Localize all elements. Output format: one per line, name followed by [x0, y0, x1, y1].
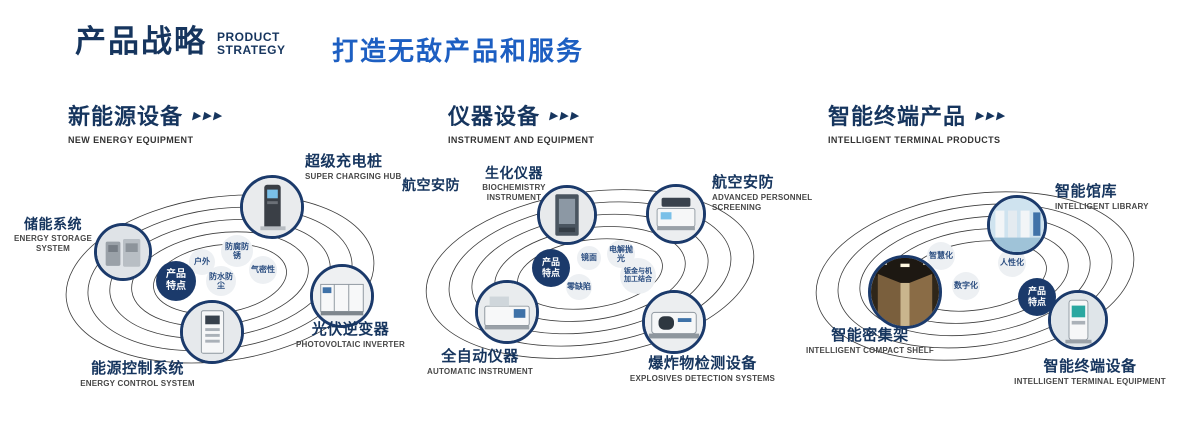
label-personnel-screening: 航空安防 ADVANCED PERSONNEL SCREENING [712, 174, 813, 213]
label-intelligent-compact-shelf: 智能密集架 INTELLIGENT COMPACT SHELF [806, 327, 934, 356]
automatic-instrument-photo [478, 283, 536, 341]
triple-arrow-icon: ▶▶▶ [191, 109, 226, 122]
section-subtitle: NEW ENERGY EQUIPMENT [68, 135, 194, 145]
label-automatic-instrument: 全自动仪器 AUTOMATIC INSTRUMENT [427, 348, 533, 377]
photovoltaic-inverter-photo [313, 267, 371, 325]
feature-bubble: 防水防尘 [206, 266, 236, 296]
product-features-badge: 产品特点 [156, 261, 196, 301]
header: 产品战略 PRODUCT STRATEGY [75, 26, 285, 57]
personnel-screening-photo [649, 187, 703, 241]
page-title-english-line1: PRODUCT [217, 30, 280, 44]
section-subtitle: INTELLIGENT TERMINAL PRODUCTS [828, 135, 1001, 145]
slogan: 打造无敌产品和服务 [332, 36, 585, 66]
node-automatic-instrument [475, 280, 539, 344]
node-photovoltaic-inverter [310, 264, 374, 328]
intelligent-compact-shelf-photo [871, 258, 939, 326]
product-features-badge: 产品特点 [1018, 278, 1056, 316]
product-features-badge: 产品特点 [532, 249, 570, 287]
page-title: 产品战略 [75, 24, 207, 59]
orbit-rings [815, 191, 1135, 361]
node-intelligent-library [987, 195, 1047, 255]
triple-arrow-icon: ▶▶▶ [974, 109, 1009, 122]
section-title: 新能源设备 [68, 104, 184, 129]
node-intelligent-compact-shelf [868, 255, 942, 329]
section-new-energy-header: 新能源设备 ▶▶▶ NEW ENERGY EQUIPMENT [68, 99, 226, 145]
intelligent-terminal-photo [1051, 293, 1105, 347]
label-super-charging-hub: 超级充电桩 SUPER CHARGING HUB [305, 153, 402, 182]
label-aviation-security-left: 航空安防 [402, 177, 460, 193]
section-subtitle: INSTRUMENT AND EQUIPMENT [448, 135, 595, 145]
biochemistry-instrument-photo [540, 188, 594, 242]
section-title: 仪器设备 [448, 104, 541, 129]
label-photovoltaic-inverter: 光伏逆变器 PHOTOVOLTAIC INVERTER [295, 321, 406, 350]
section-instruments-header: 仪器设备 ▶▶▶ INSTRUMENT AND EQUIPMENT [448, 99, 594, 145]
section-intelligent-terminal-header: 智能终端产品 ▶▶▶ INTELLIGENT TERMINAL PRODUCTS [828, 99, 1009, 145]
feature-bubble: 智慧化 [927, 242, 955, 270]
triple-arrow-icon: ▶▶▶ [548, 109, 583, 122]
node-energy-storage [94, 223, 152, 281]
node-personnel-screening [646, 184, 706, 244]
explosives-detection-photo [645, 293, 703, 351]
charging-hub-photo [243, 178, 301, 236]
node-biochemistry-instrument [537, 185, 597, 245]
feature-bubble: 镜面 [577, 246, 601, 270]
intelligent-library-photo [990, 198, 1044, 252]
energy-storage-photo [97, 226, 149, 278]
label-explosives-detection: 爆炸物检测设备 EXPLOSIVES DETECTION SYSTEMS [629, 355, 776, 384]
page-title-english: PRODUCT STRATEGY [217, 31, 285, 57]
label-biochemistry-instrument: 生化仪器 BIOCHEMISTRY INSTRUMENT [482, 165, 546, 203]
page-title-english-line2: STRATEGY [217, 42, 286, 57]
feature-bubble: 防腐防锈 [221, 235, 253, 267]
feature-bubble: 气密性 [249, 256, 277, 284]
node-intelligent-terminal-equipment [1048, 290, 1108, 350]
section-title: 智能终端产品 [828, 104, 967, 129]
node-super-charging-hub [240, 175, 304, 239]
label-intelligent-terminal-equipment: 智能终端设备 INTELLIGENT TERMINAL EQUIPMENT [1014, 358, 1166, 387]
node-energy-control-system [180, 300, 244, 364]
node-explosives-detection [642, 290, 706, 354]
feature-bubble: 零缺陷 [566, 274, 592, 300]
feature-bubble: 数字化 [952, 272, 980, 300]
label-energy-control-system: 能源控制系统 ENERGY CONTROL SYSTEM [80, 360, 195, 389]
energy-control-photo [183, 303, 241, 361]
label-intelligent-library: 智能馆库 INTELLIGENT LIBRARY [1055, 183, 1149, 212]
feature-bubble: 钣金与机加工结合 [620, 258, 656, 294]
label-energy-storage: 储能系统 ENERGY STORAGE SYSTEM [13, 216, 93, 254]
